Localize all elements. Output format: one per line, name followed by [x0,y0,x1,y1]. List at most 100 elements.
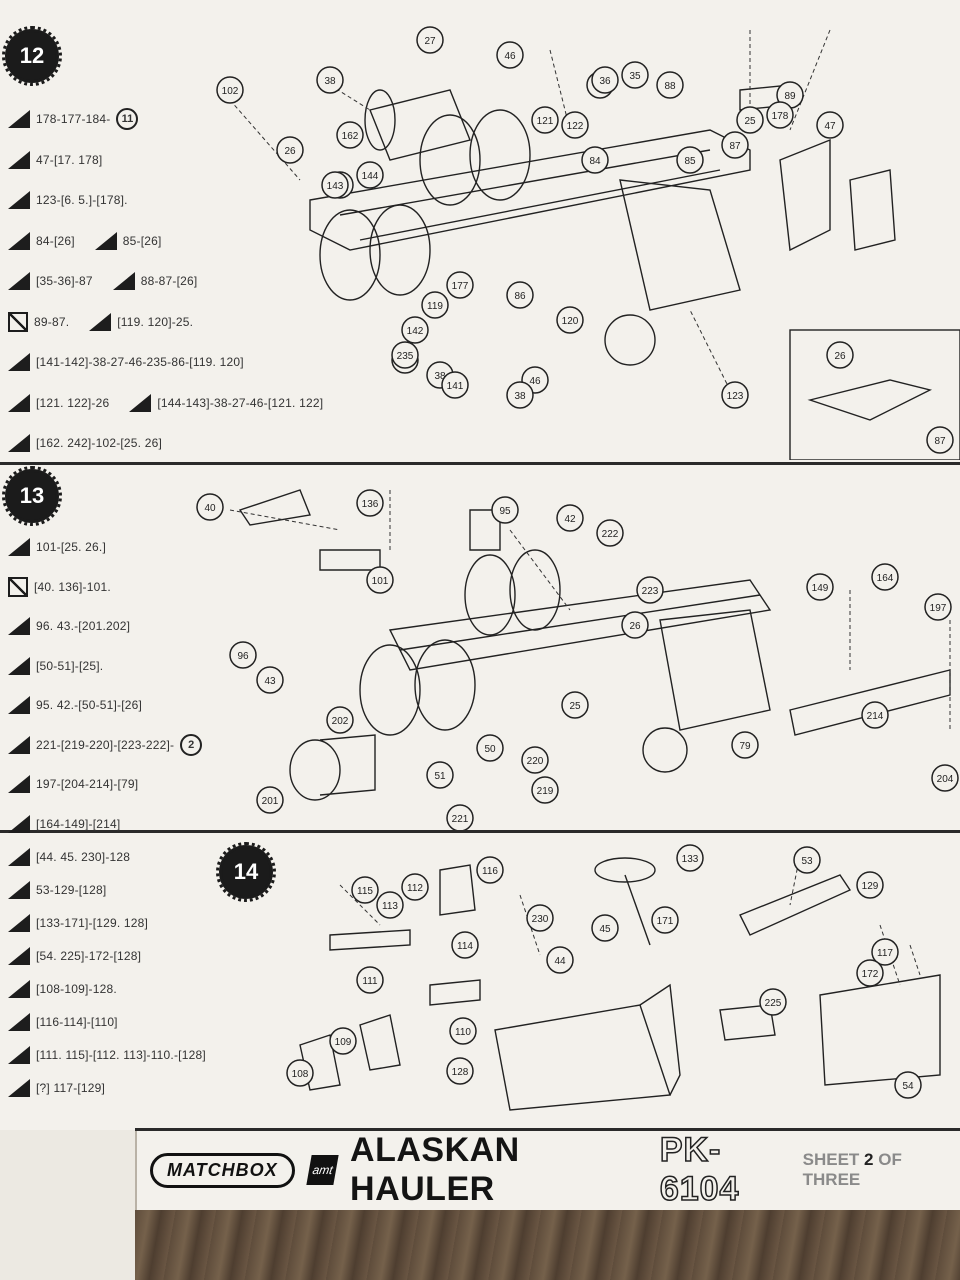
callout-circle [793,846,821,874]
callout-circle [556,504,584,532]
part-callout: 53 [793,846,821,874]
part-callout: 115 [351,876,379,904]
callout-circle [401,873,429,901]
instruction-sheet [0,0,960,1210]
step-badge-14: 14 [216,842,276,902]
callout-number: 204 [937,774,954,785]
sequence-text: 96. 43.-[201.202] [36,619,131,633]
callout-number: 225 [765,998,782,1009]
sequence-text: [141-142]-38-27-46-235-86-[119. 120] [36,355,244,369]
kit-number: PK-6104 [659,1130,740,1209]
callout-circle [506,281,534,309]
callout-number: 223 [642,586,659,597]
callout-number: 54 [902,1081,914,1092]
cement-icon [8,735,30,754]
folded-flap [0,1130,137,1280]
cement-icon [112,272,135,290]
callout-circle [596,519,624,547]
sequence-row: [164-149]-[214] [8,813,120,835]
callout-circle [636,576,664,604]
part-callout: 123 [721,381,749,409]
part-callout: 230 [526,904,554,932]
step-badge-13: 13 [2,466,62,526]
callout-number: 113 [382,901,398,912]
callout-number: 111 [362,976,378,987]
sequence-text: [108-109]-128. [36,982,117,996]
sequence-row: [116-114]-[110] [8,1011,118,1033]
sequence-row: [121. 122]-26[144-143]-38-27-46-[121. 12… [8,392,323,414]
sequence-text: [164-149]-[214] [36,816,121,831]
sequence-text: 95. 42.-[50-51]-[26] [36,698,143,712]
part-callout: 26 [621,611,649,639]
callout-number: 136 [362,499,379,510]
kit-title: ALASKAN HAULER [350,1131,520,1208]
part-callout: 108 [286,1059,314,1087]
part-callout: 112 [401,873,429,901]
sequence-row: 221-[219-220]-[223-222]-2 [8,733,203,756]
part-callout: 113 [376,891,404,919]
callout-number: 26 [629,621,641,632]
callout-number: 51 [434,771,446,782]
callout-circle [376,891,404,919]
part-callout: 120 [556,306,584,334]
callout-number: 162 [342,131,359,142]
callout-number: 38 [434,371,446,382]
callout-circle [416,26,444,54]
part-callout: 42 [556,504,584,532]
callout-circle [676,146,704,174]
callout-number: 123 [727,391,744,402]
callout-number: 40 [204,503,216,514]
sequence-text: 178-177-184- [36,112,111,126]
callout-circle [401,316,429,344]
part-callout: 121 [531,106,559,134]
substep-ref: 11 [116,108,139,130]
callout-circle [321,171,349,199]
part-callout: 133 [676,844,704,872]
part-callout: 116 [476,856,504,884]
callout-circle [871,938,899,966]
callout-number: 220 [527,756,544,767]
callout-circle [351,876,379,904]
callout-circle [531,106,559,134]
callout-circle [656,71,684,99]
callout-number: 88 [664,81,676,92]
callout-circle [316,66,344,94]
part-callout: 51 [426,761,454,789]
amt-logo: amt [306,1155,339,1185]
callout-number: 222 [602,529,619,540]
part-callout: 25 [561,691,589,719]
callout-circle [446,804,474,830]
callout-circle [336,121,364,149]
cement-icon [8,1046,30,1064]
callout-circle [451,931,479,959]
callout-circle [196,493,224,521]
sequence-row: [162. 242]-102-[25. 26] [8,432,162,454]
sequence-row: 101-[25. 26.] [8,536,106,558]
callout-circle [651,906,679,934]
part-callout: 220 [521,746,549,774]
callout-circle [229,641,257,669]
part-callout: 26 [276,136,304,164]
step-number: 13 [19,483,45,508]
sequence-text: [54. 225]-172-[128] [36,949,142,963]
part-callout: 110 [449,1017,477,1045]
callout-circle [391,341,419,369]
callout-circle [476,734,504,762]
callout-number: 87 [729,141,741,152]
callout-circle [496,41,524,69]
part-callout: 219 [531,776,559,804]
cement-icon [8,110,30,128]
part-callout: 40 [196,493,224,521]
cement-icon [8,272,30,290]
callout-circle [861,701,889,729]
callout-circle [856,959,884,987]
part-callout: 202 [326,706,354,734]
callout-circle [556,306,584,334]
callout-circle [621,61,649,89]
part-callout: 162 [336,121,364,149]
callout-circle [286,1059,314,1087]
part-callout: 117 [871,938,899,966]
part-callout: 221 [446,804,474,830]
cement-icon [8,656,30,675]
